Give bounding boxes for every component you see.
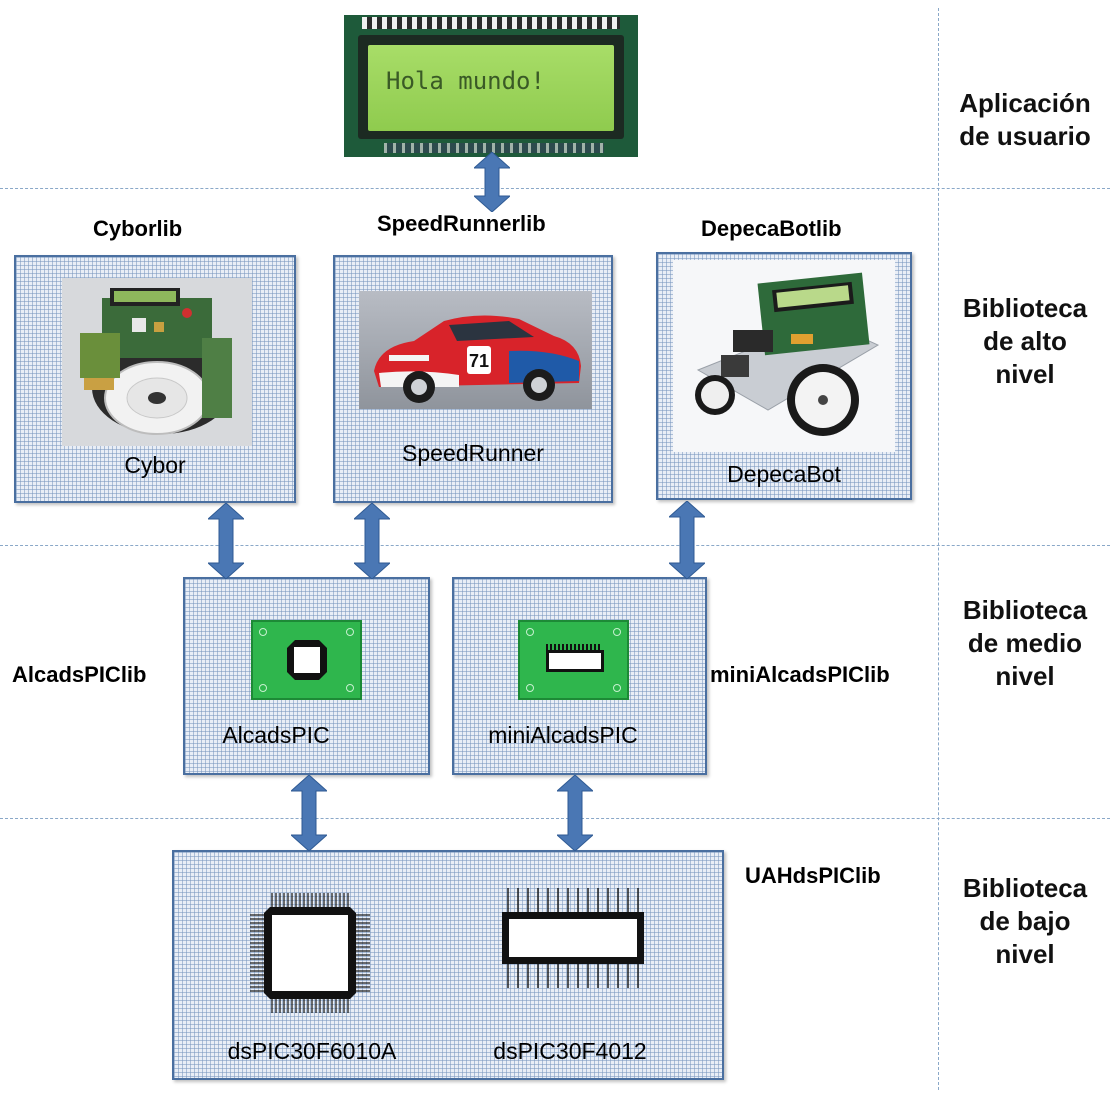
cybor-caption: Cybor — [124, 452, 186, 478]
uahdspiclib-title: UAHdsPIClib — [745, 863, 881, 888]
minialcadspic-board-icon — [518, 620, 629, 700]
dspic30f6010a-caption: dsPIC30F6010A — [227, 1038, 397, 1064]
minialcadspic-caption: miniAlcadsPIC — [488, 722, 638, 748]
layer-label-high: Biblioteca de alto nivel — [962, 293, 1088, 389]
layer-label-user: Aplicación de usuario — [959, 88, 1091, 151]
alcadspiclib-title: AlcadsPIClib — [12, 662, 147, 687]
depecabotlib-title: DepecaBotlib — [701, 216, 842, 241]
arrow-alcadspic-dspic30f6010a — [291, 775, 327, 851]
minialcadspiclib-title: miniAlcadsPIClib — [710, 662, 890, 687]
speedrunner-car-drawing: 71 — [374, 315, 581, 403]
alcadspic-board-icon — [251, 620, 362, 700]
depecabot-robot-photo — [673, 260, 895, 452]
cyborlib-title: Cyborlib — [93, 216, 183, 241]
arrow-depecabot-minialcadspic — [669, 501, 705, 579]
layer-separator — [0, 545, 1110, 546]
arrow-minialcadspic-dspic30f4012 — [557, 775, 593, 851]
lcd-pins — [362, 17, 620, 29]
arrow-lcd-speedrunner — [474, 152, 510, 212]
speedrunnerlib-title: SpeedRunnerlib — [377, 211, 546, 236]
arrow-speedrunner-alcadspic — [354, 503, 390, 579]
dspic30f6010a-chip-icon — [250, 893, 370, 1013]
depecabot-caption: DepecaBot — [727, 461, 841, 487]
car-number: 71 — [469, 351, 489, 371]
speedrunner-caption: SpeedRunner — [402, 440, 544, 466]
lcd-screen: Hola mundo! — [368, 45, 614, 131]
layer-label-mid: Biblioteca de medio nivel — [962, 595, 1088, 691]
layer-separator — [0, 818, 1110, 819]
arrow-cybor-alcadspic — [208, 503, 244, 579]
layer-separator — [0, 188, 1110, 189]
lcd-cables — [384, 143, 604, 153]
minialcadspic-chip-icon — [546, 650, 604, 672]
lcd-text: Hola mundo! — [386, 67, 545, 95]
cybor-robot-drawing — [80, 288, 232, 435]
layer-label-low: Biblioteca de bajo nivel — [962, 873, 1088, 969]
cybor-robot-photo — [62, 278, 252, 446]
speedrunner-car-photo: 71 — [359, 291, 592, 409]
dspic30f4012-caption: dsPIC30F4012 — [493, 1038, 647, 1064]
lcd-display-photo: Hola mundo! — [344, 15, 638, 157]
depecabot-robot-drawing — [695, 272, 880, 436]
alcadspic-caption: AlcadsPIC — [222, 722, 330, 748]
dspic30f4012-chip-icon — [502, 888, 644, 988]
column-separator — [938, 8, 939, 1090]
